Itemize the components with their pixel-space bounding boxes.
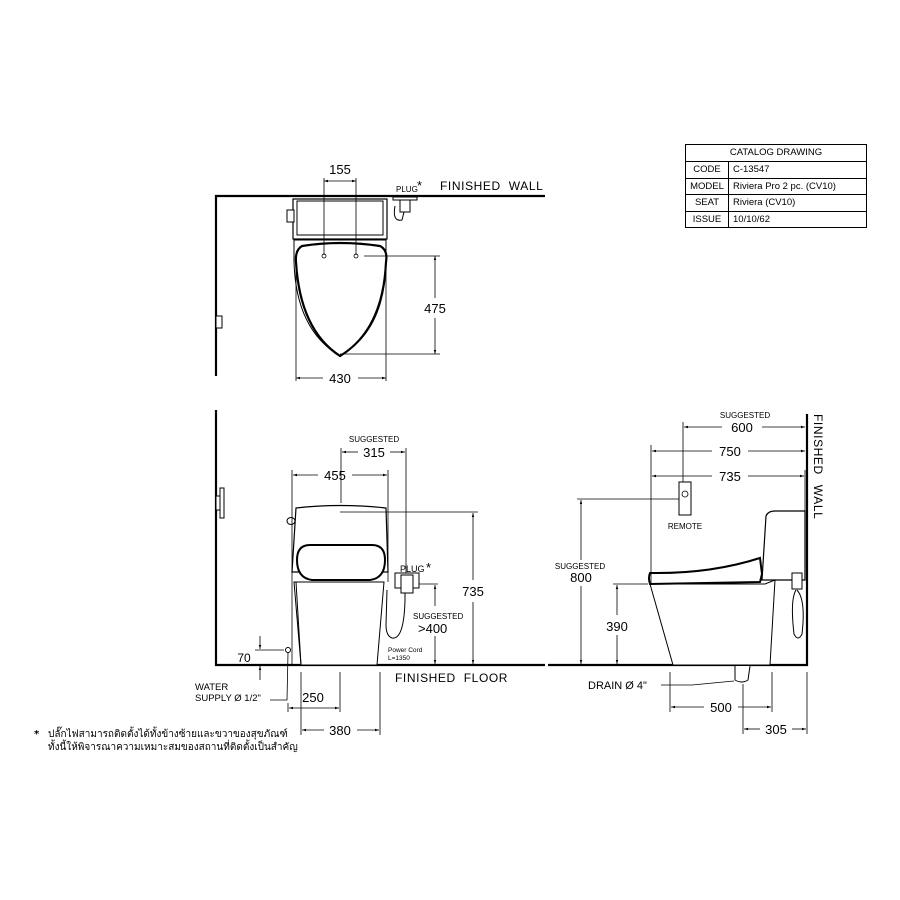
- footnote-line-1: ปลั๊กไฟสามารถติดตั้งได้ทั้งข้างซ้ายและขว…: [48, 729, 288, 740]
- tank-outline: [292, 198, 388, 240]
- catalog-key: SEAT: [686, 195, 729, 211]
- dim-seat-height: 390: [606, 619, 628, 634]
- asterisk: *: [417, 178, 422, 193]
- water-valve-icon: [215, 315, 223, 329]
- seat-lid-outline: [295, 544, 387, 581]
- dim-height: 735: [462, 584, 484, 599]
- water-valve-icon: [219, 487, 225, 519]
- dim-tank-width: 455: [324, 468, 346, 483]
- asterisk: *: [426, 560, 431, 575]
- power-cord: [385, 589, 406, 639]
- catalog-title-block: CATALOG DRAWING CODE C-13547 MODEL Rivie…: [685, 144, 867, 228]
- flush-button-icon: [286, 209, 295, 223]
- floor-and-wall-line: [548, 414, 809, 667]
- finished-wall-label: FINISHED WALL: [811, 414, 825, 519]
- dim-plug-height: >400: [418, 621, 447, 636]
- suggested-label: SUGGESTED: [349, 435, 399, 444]
- catalog-value: Riviera Pro 2 pc. (CV10): [733, 180, 836, 192]
- catalog-key: ISSUE: [686, 211, 729, 227]
- water-label: WATER: [195, 682, 228, 693]
- plug-icon: [399, 199, 411, 213]
- dim-overall-depth: 750: [719, 444, 741, 459]
- catalog-title: CATALOG DRAWING: [686, 145, 866, 162]
- asterisk: *: [34, 729, 40, 740]
- dim-remote-height: 800: [570, 570, 592, 585]
- catalog-row-model: MODEL Riviera Pro 2 pc. (CV10): [686, 178, 866, 195]
- side-view: REMOTE SUGGESTED 600 750 735 SUGGESTED 8…: [548, 411, 825, 737]
- front-view: 455 SUGGESTED 315 735 SUGGESTED >400 Pow…: [195, 410, 545, 738]
- catalog-key: CODE: [686, 162, 729, 178]
- plug-footnote: * ปลั๊กไฟสามารถติดตั้งได้ทั้งข้างซ้ายและ…: [34, 728, 298, 754]
- suggested-label: SUGGESTED: [413, 612, 463, 621]
- dim-remote-offset: 600: [731, 420, 753, 435]
- remote-label: REMOTE: [668, 522, 702, 531]
- drain-icon: [734, 665, 751, 683]
- seat-lid-outline: [648, 556, 764, 586]
- dim-body-depth: 735: [719, 469, 741, 484]
- water-supply-size: SUPPLY Ø 1/2": [195, 693, 261, 704]
- plug-label: PLUG: [396, 185, 418, 194]
- suggested-label: SUGGESTED: [720, 411, 770, 420]
- drain-label: DRAIN Ø 4": [588, 680, 647, 692]
- water-supply-icon: [285, 647, 291, 653]
- dim-rough-in: 305: [765, 722, 787, 737]
- remote-icon: [678, 481, 692, 516]
- plug-icon: [791, 572, 803, 590]
- catalog-value: Riviera (CV10): [733, 197, 796, 208]
- catalog-row-code: CODE C-13547: [686, 162, 866, 179]
- flush-lever-icon: [286, 517, 296, 525]
- plug-label: PLUG: [400, 564, 425, 574]
- dim-water-height: 70: [237, 651, 251, 665]
- tank-outline: [761, 510, 806, 581]
- dim-width: 430: [329, 371, 351, 386]
- top-view: 155 475 430 PLUG * FINISHED WALL: [214, 162, 545, 386]
- dim-hole-spacing: 155: [329, 162, 351, 177]
- bowl-outline: [649, 579, 776, 666]
- finished-wall-label: FINISHED WALL: [440, 179, 543, 193]
- dim-seat-length: 475: [424, 301, 446, 316]
- dim-plug-offset: 315: [363, 445, 385, 460]
- power-cord: [791, 589, 804, 639]
- catalog-value: 10/10/62: [733, 213, 770, 225]
- finished-floor-label: FINISHED FLOOR: [395, 671, 508, 685]
- suggested-label: SUGGESTED: [555, 562, 605, 571]
- footnote-line-2: ทั้งนี้ให้พิจารณาความเหมาะสมของสถานที่ติ…: [48, 742, 298, 753]
- floor-line: [214, 410, 545, 667]
- catalog-row-seat: SEAT Riviera (CV10): [686, 195, 866, 212]
- dim-base-depth: 500: [710, 700, 732, 715]
- power-cord-length: L=1350: [388, 655, 410, 662]
- seat-lid-outline: [294, 241, 388, 358]
- catalog-value: C-13547: [733, 164, 770, 175]
- catalog-key: MODEL: [686, 178, 729, 194]
- dim-water-offset: 250: [302, 690, 324, 705]
- catalog-row-issue: ISSUE 10/10/62: [686, 211, 866, 227]
- bowl-outline: [293, 581, 385, 666]
- power-cord-label: Power Cord: [388, 647, 423, 654]
- dim-base-width: 380: [329, 723, 351, 738]
